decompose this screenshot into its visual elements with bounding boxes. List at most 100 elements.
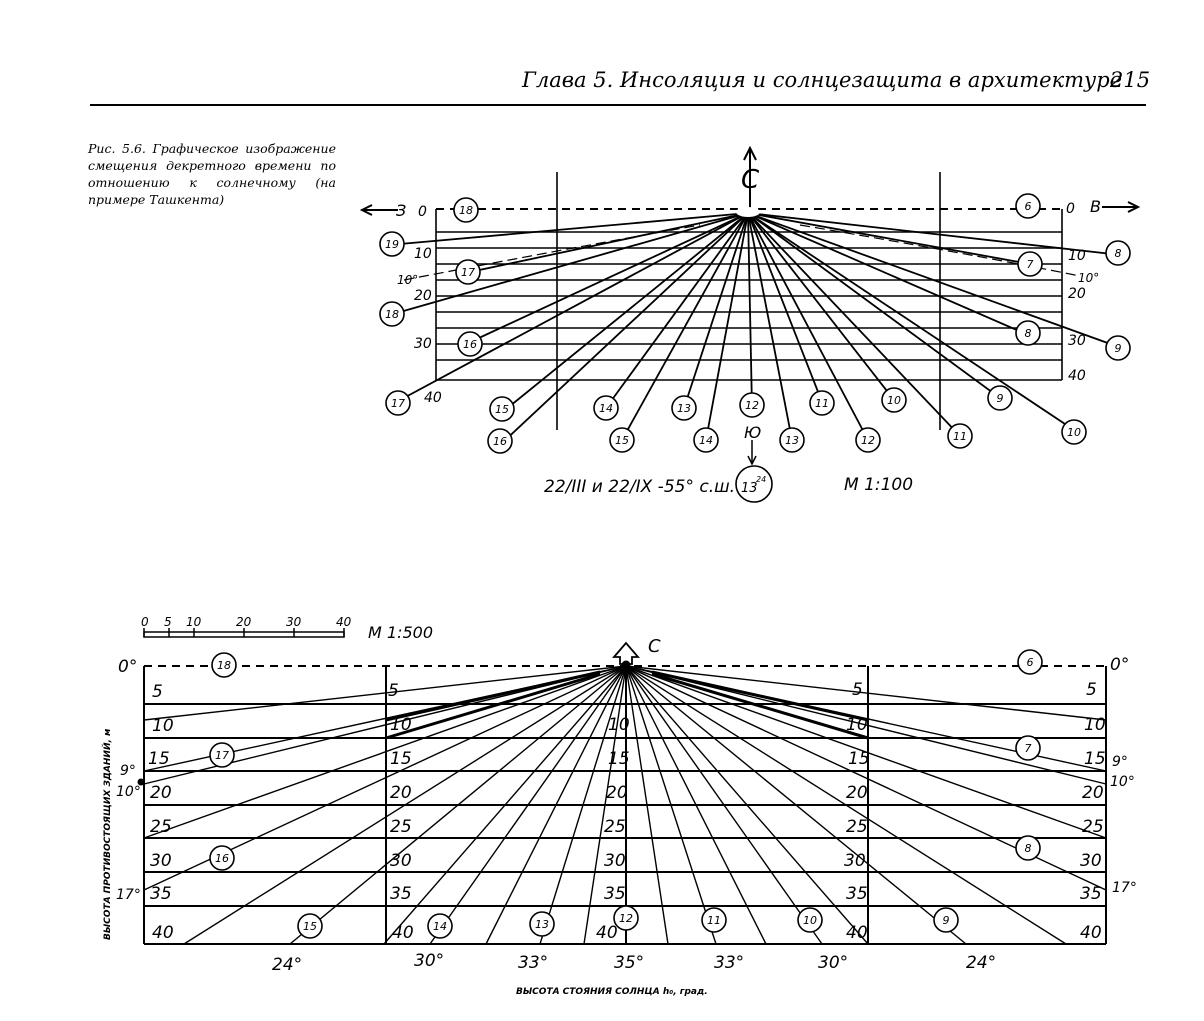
hour-12-bottom: 12 xyxy=(619,912,633,925)
zero-right: 0° xyxy=(1110,655,1129,675)
top-right-scale-10: 10 xyxy=(1068,248,1086,264)
hour-6-top: 6 xyxy=(1025,200,1032,213)
hour-inner-11: 11 xyxy=(815,397,829,410)
top-left-scale-10: 10 xyxy=(414,246,432,262)
hour-outer-16: 16 xyxy=(493,435,507,448)
hour-outer-15: 15 xyxy=(615,434,629,447)
top-left-scale-30: 30 xyxy=(414,336,432,352)
bottom-angle-24-left: 24° xyxy=(272,955,302,975)
col4-row-15: 15 xyxy=(848,749,870,769)
top-sun-point xyxy=(736,207,760,217)
col2-row-15: 15 xyxy=(390,749,412,769)
top-right-scale-0: 0 xyxy=(1066,201,1075,217)
top-figure xyxy=(359,145,1141,503)
hour-inner-15: 15 xyxy=(495,403,509,416)
hour-7-inner: 7 xyxy=(1027,258,1034,271)
bottom-figure-labels: 0 5 10 20 30 40 М 1:500 С 0° 0° 9° 10° 1… xyxy=(101,615,1137,997)
top-dashed-curve-left xyxy=(403,224,701,281)
hour-17-inner: 17 xyxy=(461,266,475,279)
noon-sup: 24 xyxy=(756,475,766,484)
hour-14-bottom: 14 xyxy=(433,920,447,933)
top-hour-circles xyxy=(379,193,1131,503)
hour-inner-14: 14 xyxy=(599,402,613,415)
south-arrowhead xyxy=(747,455,757,466)
hour-16-inner: 16 xyxy=(463,338,477,351)
hour-8-inner: 8 xyxy=(1025,327,1032,340)
top-right-scale-40: 40 xyxy=(1068,368,1086,384)
north-arrowhead-top xyxy=(743,145,757,161)
col2-row-30: 30 xyxy=(390,851,412,871)
col3-row-20: 20 xyxy=(606,783,628,803)
top-left-scale-0: 0 xyxy=(418,204,427,220)
right-angle-9: 9° xyxy=(1112,754,1128,770)
left-row-35: 35 xyxy=(150,884,172,904)
col2-row-20: 20 xyxy=(390,783,412,803)
left-row-40: 40 xyxy=(152,923,174,943)
col4-row-30: 30 xyxy=(844,851,866,871)
left-angle-17: 17° xyxy=(116,887,141,903)
left-angle-dot xyxy=(137,778,145,786)
hour-11-bottom: 11 xyxy=(707,914,721,927)
top-angle-left: 10° xyxy=(397,273,418,287)
left-angle-9: 9° xyxy=(120,763,136,779)
right-row-5: 5 xyxy=(1086,680,1097,700)
scale-bar xyxy=(143,628,345,638)
bottom-hour-circles xyxy=(209,649,1043,939)
hour-9-bottom: 9 xyxy=(943,914,950,927)
right-row-30: 30 xyxy=(1080,851,1102,871)
zero-left: 0° xyxy=(118,657,137,677)
hour-8-outer: 8 xyxy=(1115,247,1122,260)
bottom-sun-point xyxy=(621,660,631,670)
hour-19: 19 xyxy=(385,238,399,251)
hour-8-bottom: 8 xyxy=(1025,842,1032,855)
hour-outer-10: 10 xyxy=(1067,426,1081,439)
west-label: З xyxy=(396,201,406,220)
east-label: В xyxy=(1090,197,1101,216)
east-arrowhead xyxy=(1127,201,1141,213)
hour-inner-12: 12 xyxy=(745,399,759,412)
col2-row-10: 10 xyxy=(390,715,412,735)
page-header: Глава 5. Инсоляция и солнцезащита в архи… xyxy=(0,62,1204,110)
bottom-bold-rays xyxy=(385,670,869,740)
top-left-scale-40: 40 xyxy=(424,390,442,406)
col4-row-5: 5 xyxy=(852,680,863,700)
north-arrow-bottom xyxy=(612,641,640,665)
col3-row-30: 30 xyxy=(604,851,626,871)
scale-tick-10: 10 xyxy=(186,615,202,629)
col4-row-20: 20 xyxy=(846,783,868,803)
west-arrowhead xyxy=(359,204,373,216)
right-row-35: 35 xyxy=(1080,884,1102,904)
bottom-angle-24-right: 24° xyxy=(966,953,996,973)
col3-row-25: 25 xyxy=(604,817,626,837)
left-row-5: 5 xyxy=(152,682,163,702)
right-angle-10: 10° xyxy=(1110,774,1135,790)
col4-row-25: 25 xyxy=(846,817,868,837)
hour-6-bottom: 6 xyxy=(1027,656,1034,669)
hour-outer-11: 11 xyxy=(953,430,967,443)
bottom-figure xyxy=(137,628,1107,945)
col4-row-35: 35 xyxy=(846,884,868,904)
col2-row-5: 5 xyxy=(388,681,399,701)
right-angle-17: 17° xyxy=(1112,880,1137,896)
hour-18-bottom: 18 xyxy=(217,659,231,672)
top-angle-right: 10° xyxy=(1078,271,1099,285)
col4-row-10: 10 xyxy=(846,715,868,735)
left-row-20: 20 xyxy=(150,783,172,803)
hour-10-bottom: 10 xyxy=(803,914,817,927)
scale-label-top: М 1:100 xyxy=(844,475,913,495)
hour-7-bottom: 7 xyxy=(1025,742,1032,755)
top-figure-labels: С З В Ю 0 10 20 30 40 0 10 20 30 40 10° … xyxy=(385,165,1122,497)
bottom-angle-33-right: 33° xyxy=(714,953,744,973)
col2-row-25: 25 xyxy=(390,817,412,837)
hour-9-outer: 9 xyxy=(1115,342,1122,355)
noon-label: 13 xyxy=(741,481,758,496)
figure-caption: Рис. 5.6. Графическое изображение смещен… xyxy=(88,141,336,207)
scale-tick-30: 30 xyxy=(286,615,302,629)
bottom-angle-30-left: 30° xyxy=(414,951,444,971)
top-right-scale-30: 30 xyxy=(1068,333,1086,349)
bottom-angle-35: 35° xyxy=(614,953,644,973)
south-label: Ю xyxy=(744,423,761,442)
top-left-scale-20: 20 xyxy=(414,288,432,304)
hour-17-outer: 17 xyxy=(391,397,405,410)
